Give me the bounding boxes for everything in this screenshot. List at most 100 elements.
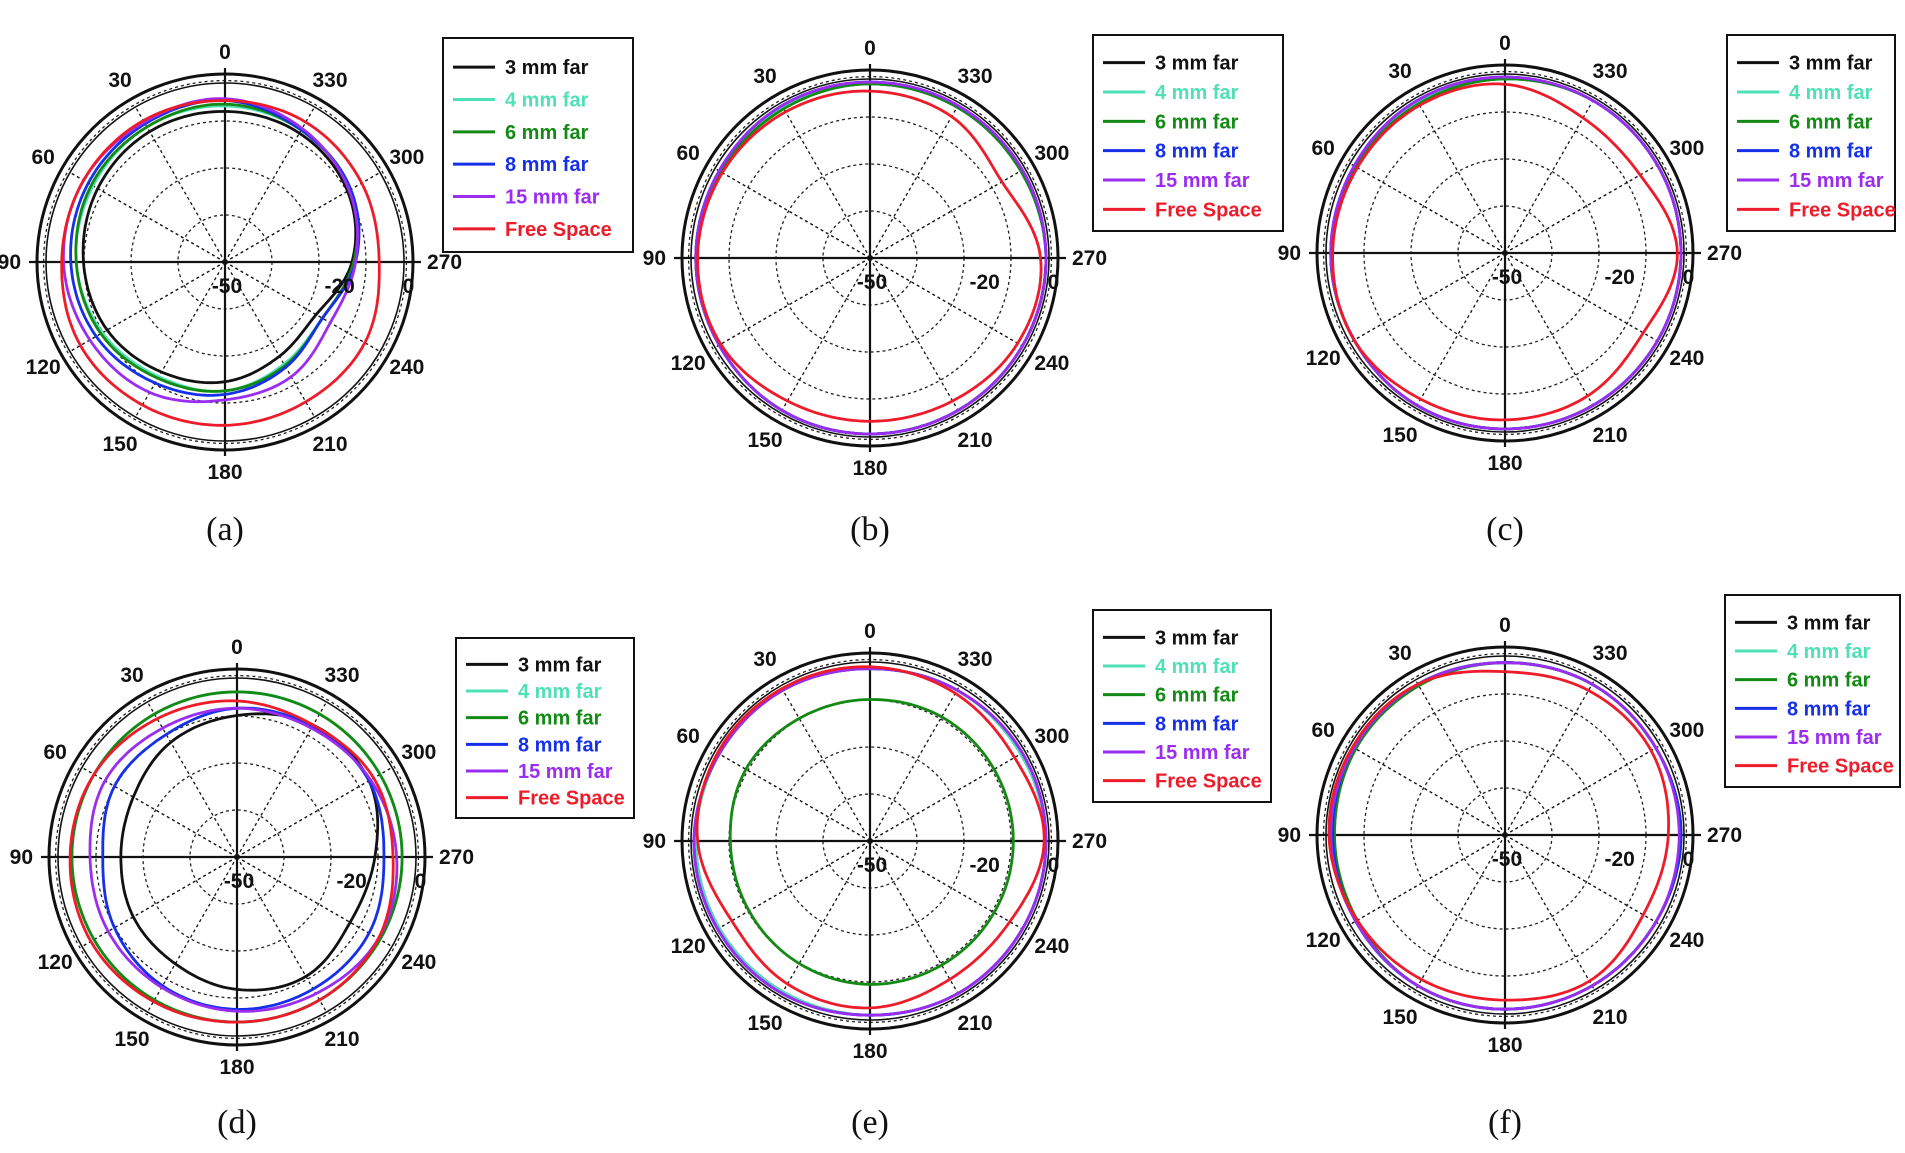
grid-spoke [779, 685, 871, 842]
radial-tick-label: 0 [1683, 848, 1695, 871]
angle-tick-label: 120 [26, 356, 61, 379]
legend-label: 8 mm far [505, 154, 589, 176]
angle-tick-label: 150 [1382, 1006, 1417, 1029]
angle-tick-label: 240 [1669, 347, 1704, 370]
grid-spoke [779, 102, 871, 259]
grid-spoke [714, 167, 871, 259]
legend-box [1724, 594, 1901, 788]
grid-spoke [1414, 97, 1506, 254]
angle-tick-label: 0 [219, 41, 231, 64]
legend-label: 15 mm far [505, 187, 600, 209]
angle-tick-label: 30 [108, 69, 131, 92]
angle-tick-label: 180 [852, 457, 887, 480]
legend-label: 8 mm far [1155, 141, 1239, 163]
angle-tick-label: 30 [753, 648, 776, 671]
series-line [60, 99, 381, 427]
radial-tick-label: 0 [415, 870, 427, 893]
legend-label: 3 mm far [1155, 53, 1239, 75]
grid-spoke [1349, 834, 1506, 926]
grid-spoke [1349, 252, 1506, 344]
legend-label: Free Space [518, 788, 625, 810]
angle-tick-label: 180 [219, 1056, 254, 1079]
legend-label: 6 mm far [505, 122, 589, 144]
angle-tick-label: 150 [747, 429, 782, 452]
legend-label: 6 mm far [1787, 670, 1871, 692]
panel-caption: (a) [206, 511, 244, 548]
angle-tick-label: 150 [114, 1028, 149, 1051]
angle-tick-label: 90 [10, 846, 33, 869]
angle-tick-label: 30 [1388, 60, 1411, 83]
angle-tick-label: 30 [120, 664, 143, 687]
angle-tick-label: 90 [643, 247, 666, 270]
radial-tick-label: 0 [1683, 266, 1695, 289]
series-line [695, 665, 1046, 1010]
series-line [696, 89, 1043, 423]
angle-tick-label: 270 [1707, 242, 1742, 265]
legend-label: Free Space [1789, 199, 1896, 221]
grid-spoke [869, 750, 1026, 842]
legend-label: 15 mm far [1155, 742, 1250, 764]
radial-tick-label: -50 [224, 870, 254, 893]
panel-caption: (b) [850, 511, 890, 548]
legend-label: 6 mm far [1155, 685, 1239, 707]
angle-tick-label: 180 [1487, 452, 1522, 475]
radial-tick-label: -20 [970, 271, 1000, 294]
panel-caption: (d) [217, 1104, 257, 1141]
legend-label: 8 mm far [1789, 141, 1873, 163]
legend-label: 4 mm far [1155, 656, 1239, 678]
angle-tick-label: 60 [676, 142, 699, 165]
legend-label: Free Space [1155, 771, 1262, 793]
angle-tick-label: 210 [957, 1012, 992, 1035]
series-line [68, 699, 395, 1024]
angle-tick-label: 30 [1388, 642, 1411, 665]
angle-tick-label: 210 [957, 429, 992, 452]
legend-label: 4 mm far [505, 90, 589, 112]
legend-label: Free Space [1787, 756, 1894, 778]
grid-spoke [224, 261, 381, 353]
legend-label: Free Space [1155, 199, 1262, 221]
grid-spoke [1349, 162, 1506, 254]
angle-tick-label: 0 [864, 620, 876, 643]
legend-label: Free Space [505, 219, 612, 241]
angle-tick-label: 300 [1034, 725, 1069, 748]
legend-label: 15 mm far [1787, 727, 1882, 749]
series-line [1331, 82, 1679, 422]
series-line [728, 698, 1015, 986]
grid-spoke [714, 750, 871, 842]
angle-tick-label: 270 [1072, 830, 1107, 853]
angle-tick-label: 300 [1669, 137, 1704, 160]
angle-tick-label: 210 [1592, 1006, 1627, 1029]
legend-label: 3 mm far [1155, 627, 1239, 649]
radial-tick-label: 0 [1048, 854, 1060, 877]
angle-tick-label: 60 [43, 741, 66, 764]
radial-tick-label: -50 [1492, 848, 1522, 871]
grid-spoke [1504, 162, 1661, 254]
legend-label: 3 mm far [518, 654, 602, 676]
angle-tick-label: 60 [31, 146, 54, 169]
angle-tick-label: 330 [1592, 60, 1627, 83]
radial-tick-label: -20 [970, 854, 1000, 877]
radial-tick-label: -20 [1605, 266, 1635, 289]
angle-tick-label: 120 [1306, 347, 1341, 370]
angle-tick-label: 330 [312, 69, 347, 92]
legend-label: 4 mm far [1787, 641, 1871, 663]
angle-tick-label: 300 [389, 146, 424, 169]
legend-box [1726, 34, 1896, 232]
angle-tick-label: 270 [427, 251, 462, 274]
radial-tick-label: -50 [857, 271, 887, 294]
angle-tick-label: 240 [389, 356, 424, 379]
angle-tick-label: 60 [676, 725, 699, 748]
grid-spoke [869, 840, 1026, 932]
radial-tick-label: -50 [1492, 266, 1522, 289]
legend-box [1092, 609, 1272, 803]
series-line [694, 80, 1048, 436]
angle-tick-label: 0 [231, 636, 243, 659]
angle-tick-label: 240 [401, 951, 436, 974]
grid-spoke [1349, 744, 1506, 836]
grid-spoke [134, 106, 226, 263]
angle-tick-label: 330 [324, 664, 359, 687]
